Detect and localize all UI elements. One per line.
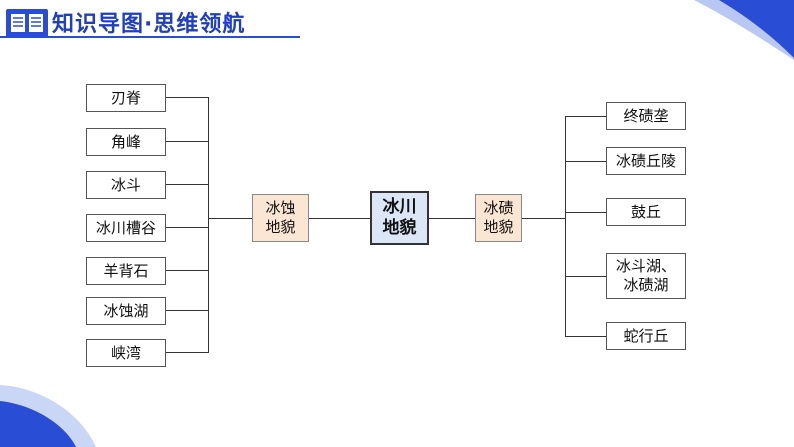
connector (166, 227, 209, 228)
connector (429, 218, 475, 219)
connector (166, 141, 209, 142)
left-item: 刃脊 (86, 84, 166, 112)
connector (565, 116, 566, 337)
right-item: 鼓丘 (606, 198, 686, 226)
connector (565, 336, 606, 337)
corner-decoration-bottom-left (0, 385, 96, 447)
connector (309, 218, 370, 219)
left-item: 冰斗 (86, 171, 166, 199)
connector (166, 352, 209, 353)
right-item: 蛇行丘 (606, 322, 686, 350)
connector (166, 270, 209, 271)
page-title: 知识导图·思维领航 (52, 12, 246, 37)
left-item: 角峰 (86, 128, 166, 156)
right-item: 终碛垄 (606, 102, 686, 130)
connector (166, 97, 209, 98)
connector (565, 116, 606, 117)
left-item: 峡湾 (86, 339, 166, 367)
header-underline (0, 36, 300, 38)
right-item: 冰斗湖、 冰碛湖 (606, 253, 686, 299)
right-item: 冰碛丘陵 (606, 147, 686, 175)
connector (565, 161, 606, 162)
page-header: 知识导图·思维领航 (6, 6, 306, 37)
center-topic-box: 冰川 地貌 (370, 191, 429, 245)
left-category-box: 冰蚀 地貌 (252, 194, 309, 242)
connector (208, 97, 209, 353)
open-book-icon (6, 9, 48, 37)
right-category-box: 冰碛 地貌 (475, 194, 522, 242)
connector (565, 212, 606, 213)
connector (208, 218, 252, 219)
left-item: 冰蚀湖 (86, 297, 166, 325)
left-item: 冰川槽谷 (86, 214, 166, 242)
corner-decoration-top-right (694, 0, 794, 60)
connector (522, 218, 565, 219)
left-item: 羊背石 (86, 257, 166, 285)
connector (166, 184, 209, 185)
connector (166, 310, 209, 311)
connector (565, 276, 606, 277)
